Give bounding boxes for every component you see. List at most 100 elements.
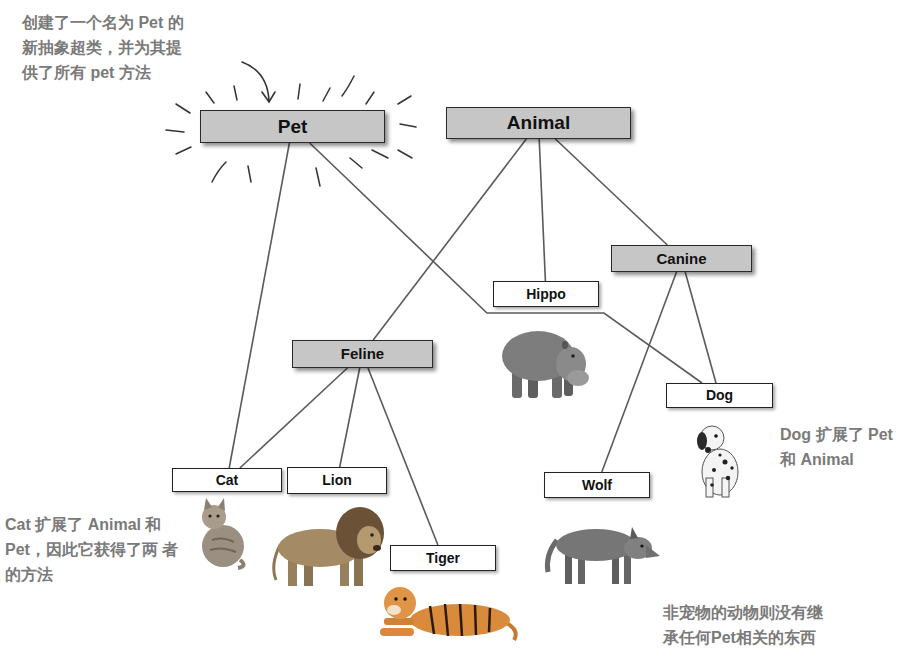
- hippo-figure: [571, 354, 575, 358]
- annotation-note: Cat 扩展了 Animal 和 Pet，因此它获得了两 者的方法: [5, 512, 190, 587]
- dalmatian-figure: [706, 478, 713, 497]
- wolf-figure: [630, 527, 638, 539]
- cat-figure: [208, 514, 211, 517]
- highlight-rays: [342, 76, 354, 96]
- highlight-rays: [316, 168, 320, 186]
- highlight-rays: [400, 124, 416, 127]
- lion-figure: [336, 507, 384, 559]
- highlight-rays: [176, 147, 191, 154]
- class-box: Wolf: [544, 472, 650, 498]
- superclass-box: Feline: [292, 340, 433, 368]
- highlight-rays: [176, 104, 190, 113]
- class-box: Tiger: [390, 545, 496, 571]
- wolf-figure: [640, 544, 643, 547]
- highlight-rays: [234, 86, 237, 100]
- highlight-rays: [298, 84, 300, 99]
- lion-figure: [370, 533, 374, 537]
- superclass-box: Pet: [200, 110, 385, 143]
- class-box: Dog: [666, 383, 773, 408]
- superclass-box: Canine: [611, 245, 752, 272]
- tiger-figure: [394, 597, 397, 600]
- callout-arrow: [262, 92, 275, 102]
- highlight-rays: [166, 130, 184, 132]
- hippo-figure: [567, 370, 589, 386]
- tiger-figure: [384, 618, 414, 625]
- cat-figure: [202, 498, 244, 568]
- cat-figure: [202, 525, 244, 567]
- inheritance-line: [373, 139, 526, 340]
- tiger-figure: [384, 587, 416, 619]
- highlight-rays: [248, 166, 251, 182]
- wolf-figure: [624, 554, 631, 584]
- highlight-rays: [398, 96, 411, 104]
- inheritance-line: [555, 139, 667, 245]
- highlight-rays: [166, 76, 416, 186]
- lion-figure: [373, 545, 381, 551]
- dalmatian-figure: [697, 432, 707, 450]
- inheritance-line: [685, 272, 716, 383]
- tiger-figure: [387, 605, 401, 615]
- dalmatian-figure: [722, 478, 729, 497]
- class-name: Cat: [216, 472, 239, 488]
- tiger-figure: [380, 587, 516, 640]
- callout-arrow: [242, 62, 275, 102]
- tiger-figure: [380, 628, 414, 636]
- inheritance-line: [368, 368, 438, 545]
- class-name: Canine: [656, 250, 706, 267]
- highlight-rays: [350, 158, 362, 168]
- class-name: Feline: [341, 345, 384, 362]
- lion-figure: [354, 556, 363, 586]
- inheritance-line: [240, 368, 348, 468]
- inheritance-line: [229, 143, 289, 468]
- dalmatian-figure: [705, 447, 711, 453]
- annotation-note: 创建了一个名为 Pet 的 新抽象超类，并为其提 供了所有 pet 方法: [22, 10, 198, 85]
- dalmatian-figure: [723, 460, 728, 465]
- class-name: Wolf: [582, 477, 612, 493]
- hippo-figure: [562, 341, 568, 349]
- cat-figure: [218, 498, 225, 511]
- cat-figure: [210, 538, 236, 552]
- wolf-figure: [556, 529, 636, 561]
- lion-figure: [357, 526, 381, 554]
- highlight-rays: [372, 150, 388, 158]
- inheritance-line: [539, 139, 545, 281]
- class-box: Lion: [287, 467, 387, 494]
- annotation-note: 非宠物的动物则没有继 承任何Pet相关的东西: [663, 600, 835, 650]
- class-box: Hippo: [493, 281, 599, 307]
- dalmatian-figure: [712, 468, 716, 472]
- tiger-figure: [403, 597, 406, 600]
- class-box: Cat: [172, 468, 282, 492]
- superclass-box: Animal: [446, 107, 631, 139]
- class-name: Hippo: [526, 286, 566, 302]
- wolf-figure: [646, 545, 660, 558]
- dalmatian-figure: [714, 434, 718, 438]
- class-name: Lion: [322, 472, 352, 488]
- cat-figure: [204, 498, 212, 510]
- hippo-figure: [502, 331, 589, 398]
- class-name: Animal: [507, 112, 570, 134]
- lion-figure: [274, 507, 384, 586]
- tiger-figure: [430, 604, 490, 636]
- dalmatian-figure: [726, 476, 730, 480]
- dalmatian-figure: [730, 466, 733, 469]
- class-name: Pet: [278, 116, 308, 138]
- highlight-rays: [323, 88, 330, 101]
- inheritance-line: [602, 272, 677, 472]
- annotation-note: Dog 扩展了 Pet 和 Animal: [780, 422, 910, 472]
- inheritance-line: [340, 368, 360, 467]
- tiger-figure: [410, 604, 510, 636]
- dalmatian-figure: [718, 453, 721, 456]
- cat-figure: [216, 514, 219, 517]
- cat-figure: [238, 560, 244, 568]
- highlight-rays: [212, 162, 226, 182]
- dalmatian-figure: [697, 426, 738, 497]
- class-name: Tiger: [426, 550, 460, 566]
- highlight-rays: [206, 92, 214, 103]
- dalmatian-figure: [710, 483, 714, 487]
- highlight-rays: [398, 150, 412, 158]
- wolf-figure: [547, 540, 557, 572]
- highlight-rays: [366, 92, 374, 104]
- wolf-figure: [547, 527, 660, 584]
- class-name: Dog: [706, 387, 733, 403]
